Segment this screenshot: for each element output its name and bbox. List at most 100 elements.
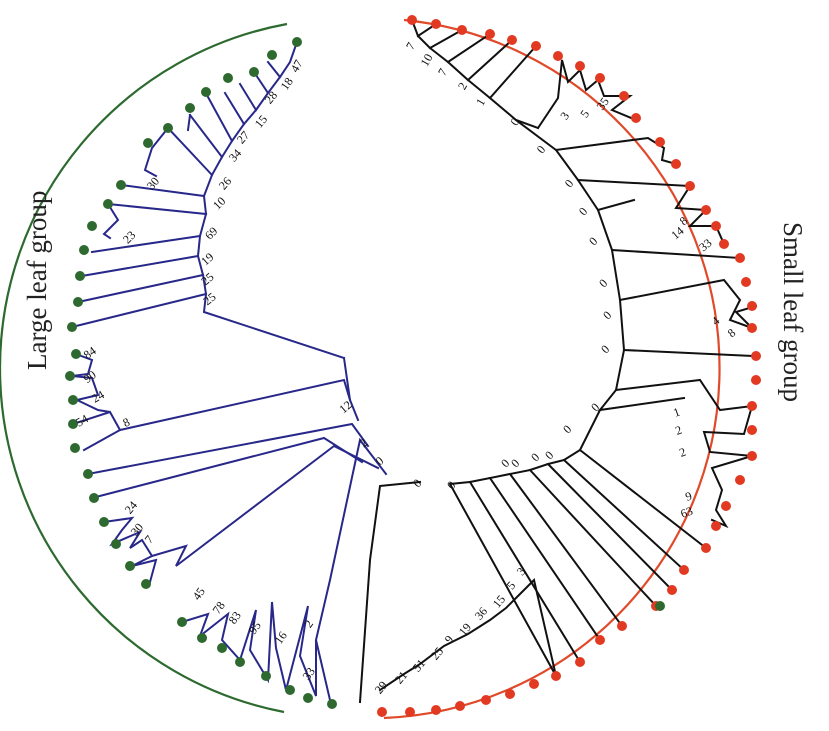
branch-large-16	[202, 292, 346, 360]
leaf-tip-small	[575, 61, 585, 71]
leaf-tip-large	[143, 138, 153, 148]
branch-small-19	[508, 468, 624, 628]
leaf-tip-large	[116, 180, 126, 190]
leaf-tip-small	[747, 451, 757, 461]
bootstrap-label-small: 7	[403, 40, 418, 52]
leaf-tip-small	[505, 689, 515, 699]
large-group-branches	[70, 40, 388, 702]
leaf-tip-large-outlier	[655, 601, 665, 611]
leaf-tip-small	[407, 15, 417, 25]
leaf-tip-large	[303, 693, 313, 703]
bootstrap-label-small: 0	[576, 204, 590, 218]
large-group-arc	[0, 22, 288, 714]
bootstrap-label-large: 28	[262, 88, 280, 106]
leaf-tips	[65, 15, 761, 717]
large-group-label: Large leaf group	[22, 191, 52, 370]
bootstrap-label-large: 27	[234, 128, 252, 146]
bootstrap-label-large: 83	[226, 609, 244, 627]
branch-large-10	[106, 194, 208, 216]
leaf-tip-small	[747, 323, 757, 333]
leaf-tip-large	[185, 103, 195, 113]
branch-small-12	[618, 298, 754, 358]
bootstrap-label-small: 0	[542, 448, 556, 462]
leaf-tip-large	[249, 67, 259, 77]
branch-small-8	[554, 148, 726, 246]
bootstrap-label-small: 2	[455, 80, 470, 92]
bootstrap-label-large: 25	[198, 270, 216, 288]
branch-small-13	[614, 348, 754, 529]
branch-small-22	[378, 480, 557, 692]
leaf-tip-small	[455, 701, 465, 711]
leaf-tip-small	[735, 253, 745, 263]
leaf-tip-large	[125, 561, 135, 571]
bootstrap-label-large: 24	[122, 498, 140, 516]
branch-large-15	[70, 273, 208, 329]
leaf-tip-large	[327, 699, 337, 709]
leaf-tip-small	[485, 29, 495, 39]
bootstrap-label-small: 0	[586, 234, 600, 248]
leaf-tip-small	[655, 137, 665, 147]
bootstrap-label-large: 90	[81, 368, 99, 386]
bootstrap-label-small: 10	[417, 51, 435, 68]
leaf-tip-small	[551, 671, 561, 681]
bootstrap-label-small: 0	[560, 422, 574, 436]
leaf-tip-large	[103, 199, 113, 209]
leaf-tip-small	[685, 181, 695, 191]
leaf-tip-large	[75, 271, 85, 281]
bootstrap-label-large: 8	[121, 415, 132, 430]
leaf-tip-small	[531, 41, 541, 51]
bootstrap-label-large: 69	[202, 224, 220, 242]
leaf-tip-large	[73, 297, 83, 307]
leaf-tip-large	[89, 493, 99, 503]
leaf-tip-small	[377, 707, 387, 717]
bootstrap-label-small: 35	[594, 95, 612, 113]
leaf-tip-small	[553, 51, 563, 61]
branch-large-6	[166, 126, 224, 177]
leaf-tip-small	[701, 205, 711, 215]
branch-large-0	[266, 40, 299, 79]
leaf-tip-large	[70, 443, 80, 453]
branch-small-16	[562, 448, 686, 572]
leaf-tip-large	[87, 221, 97, 231]
bootstrap-label-small: 0	[600, 308, 614, 322]
bootstrap-label-small: 9	[683, 489, 693, 504]
branch-small-11	[610, 248, 758, 329]
leaf-tip-large	[217, 643, 227, 653]
leaf-tip-small	[481, 695, 491, 705]
small-group-arc	[383, 18, 721, 720]
bootstrap-label-large: 23	[120, 228, 138, 246]
bootstrap-label-small: 5	[504, 579, 519, 593]
leaf-tip-large	[223, 73, 233, 83]
bootstrap-label-small: 0	[410, 476, 424, 490]
leaf-tip-large	[79, 245, 89, 255]
branch-large-3	[223, 91, 258, 126]
bootstrap-label-small: 8	[725, 326, 739, 341]
bootstrap-label-small: 36	[472, 604, 490, 622]
leaf-tip-large	[141, 579, 151, 589]
leaf-tip-small	[735, 475, 745, 485]
branch-small-2	[428, 32, 492, 64]
leaf-tip-large	[163, 123, 173, 133]
bootstrap-label-small: 0	[534, 143, 549, 157]
leaf-tip-small	[617, 621, 627, 631]
bootstrap-label-small: 5	[577, 107, 592, 120]
branch-large-13	[80, 234, 202, 278]
bootstrap-label-small: 1	[473, 96, 488, 108]
leaf-tip-small	[595, 73, 605, 83]
bootstrap-label-small: 0	[444, 478, 458, 492]
leaf-tip-small	[711, 221, 721, 231]
leaf-tip-large	[65, 371, 75, 381]
leaf-tip-large	[68, 419, 78, 429]
small-group-branches	[358, 18, 758, 704]
bootstrap-label-small: 1	[671, 405, 681, 420]
leaf-tip-small	[747, 425, 757, 435]
leaf-tip-small	[431, 19, 441, 29]
bootstrap-label-small: 0	[528, 450, 542, 464]
leaf-tip-large	[71, 349, 81, 359]
leaf-tip-large	[285, 685, 295, 695]
leaf-tip-small	[671, 159, 681, 169]
leaf-tip-large	[177, 617, 187, 627]
bootstrap-label-large: 26	[216, 174, 234, 192]
